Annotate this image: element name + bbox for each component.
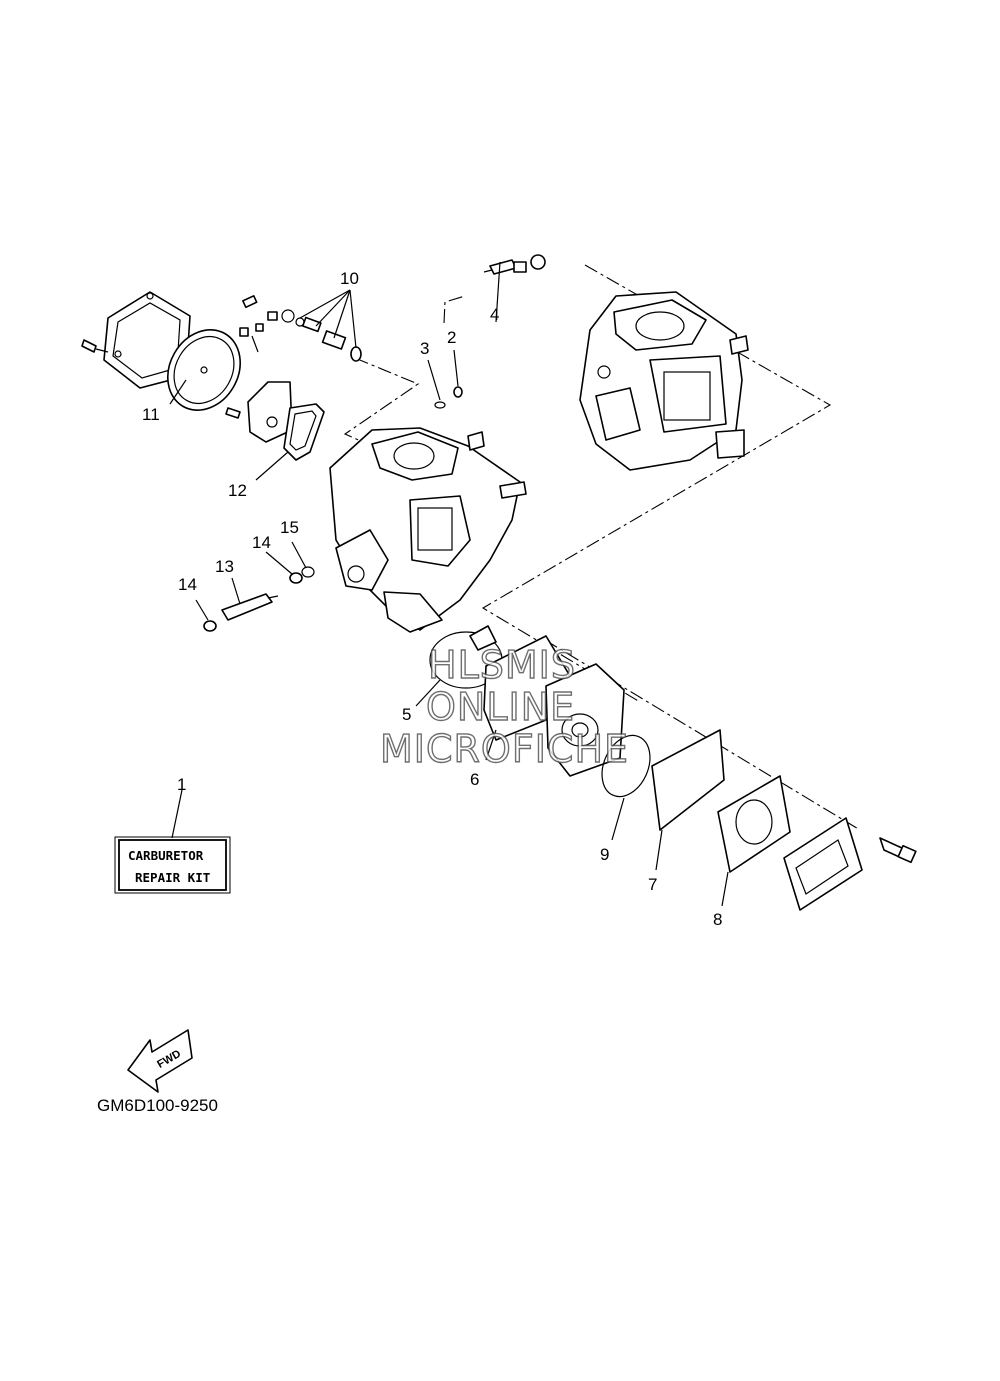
callout-12: 12 <box>228 481 247 500</box>
callout-5: 5 <box>402 705 411 724</box>
carburetor-body-right <box>579 291 749 471</box>
callout-1: 1 <box>177 775 186 794</box>
callout-8: 8 <box>713 910 722 929</box>
callout-4: 4 <box>490 305 499 324</box>
spring-part <box>453 386 463 398</box>
diagram-code: GM6D100-9250 <box>97 1096 218 1115</box>
pump-gasket-part <box>717 775 791 873</box>
pump-body-part <box>545 663 625 777</box>
o-ring-large-part <box>601 734 651 798</box>
callout-9: 9 <box>600 845 609 864</box>
washer-part <box>203 572 303 632</box>
screw-part <box>81 339 109 353</box>
callout-14a: 14 <box>178 575 197 594</box>
o-ring-part <box>434 401 446 409</box>
gasket-part <box>283 403 325 461</box>
small-hardware-part <box>239 295 295 353</box>
callout-2: 2 <box>447 328 456 347</box>
jet-part <box>295 316 362 362</box>
callout-13: 13 <box>215 557 234 576</box>
carburetor-body-left <box>329 427 527 633</box>
callout-14b: 14 <box>252 533 271 552</box>
gasket-lower-part <box>429 625 503 689</box>
pump-cover-part <box>225 381 293 443</box>
callout-3: 3 <box>420 339 429 358</box>
pilot-screw-part <box>221 593 279 621</box>
needle-valve-part <box>483 254 546 275</box>
callout-6: 6 <box>470 770 479 789</box>
callout-7: 7 <box>648 875 657 894</box>
o-ring-small-part <box>301 566 315 578</box>
watermark: HLSMIS ONLINE MICROFICHE <box>379 642 629 771</box>
watermark-line1: HLSMIS <box>428 643 576 687</box>
callout-15: 15 <box>280 518 299 537</box>
pump-cover-lower-part <box>783 817 863 911</box>
watermark-line3: MICROFICHE <box>380 727 629 771</box>
fwd-arrow: FWD <box>127 1029 193 1093</box>
leader-lines <box>169 261 729 907</box>
repair-kit-box: CARBURETOR REPAIR KIT <box>114 836 231 894</box>
callout-11: 11 <box>142 405 160 424</box>
kit-label-line1: CARBURETOR <box>128 848 204 863</box>
kit-label-line2: REPAIR KIT <box>135 870 210 885</box>
diaphragm-part <box>167 329 241 411</box>
bolt-part <box>879 837 917 864</box>
check-valve-part <box>651 729 725 831</box>
callout-10: 10 <box>340 269 359 288</box>
callout-labels: 1 2 3 4 5 6 7 8 9 10 11 12 13 14 14 15 <box>142 269 722 929</box>
watermark-line2: ONLINE <box>426 685 575 729</box>
